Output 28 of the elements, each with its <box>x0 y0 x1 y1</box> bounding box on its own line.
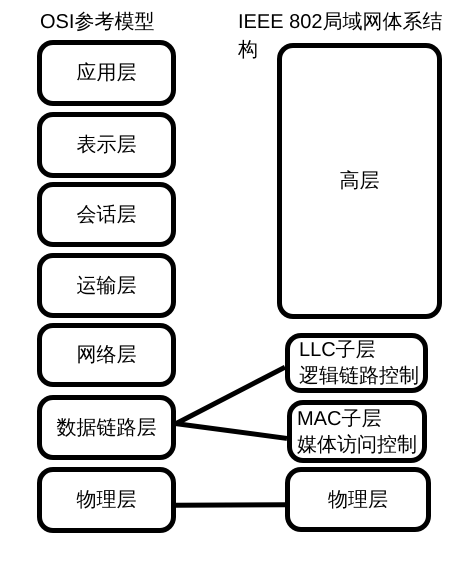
column-heading: IEEE 802局域网体系结构 <box>238 10 444 63</box>
layer-name: 数据链路层 <box>56 416 156 440</box>
connector-line <box>176 502 286 508</box>
layer-name: 物理层 <box>328 488 388 512</box>
layer-box <box>37 182 176 247</box>
layer-name: 运输层 <box>76 274 136 298</box>
layer-box <box>37 395 176 460</box>
connector-line <box>176 421 288 441</box>
layer-name: 会话层 <box>76 202 136 228</box>
layer-name: MAC子层 <box>297 406 382 432</box>
layer-box <box>37 40 176 106</box>
layer-name: 表示层 <box>76 133 136 158</box>
layer-box <box>37 253 176 318</box>
layer-description: 媒体访问控制 <box>297 432 417 458</box>
layer-name: 物理层 <box>76 488 136 513</box>
layer-description: 逻辑链路控制 <box>299 364 419 389</box>
column-heading: OSI参考模型 <box>40 10 156 35</box>
layer-name: LLC子层 <box>299 338 376 363</box>
layer-name: 高层 <box>340 169 380 194</box>
sublayer-box <box>287 400 427 463</box>
layer-box <box>285 467 431 532</box>
layer-box <box>37 323 176 387</box>
sublayer-box <box>285 333 428 393</box>
layer-box <box>37 112 176 178</box>
layer-name: 应用层 <box>76 61 136 86</box>
layer-name: 网络层 <box>76 343 136 368</box>
layer-box <box>277 43 442 319</box>
layer-box <box>37 467 176 533</box>
